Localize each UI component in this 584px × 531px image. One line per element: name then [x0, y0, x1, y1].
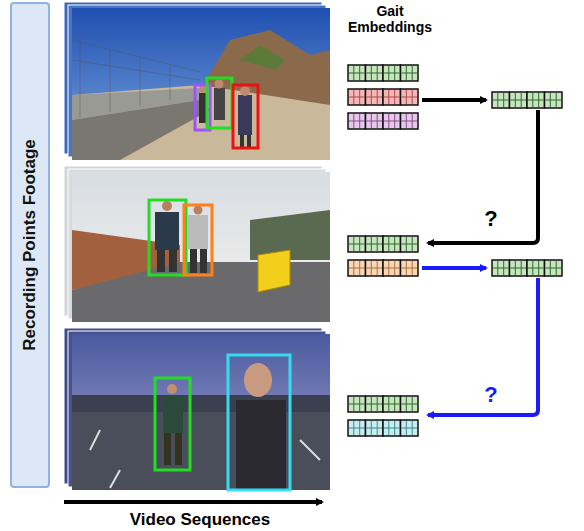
embedding-grid: [349, 90, 365, 104]
embedding-grid: [367, 66, 383, 80]
embedding-cell: [348, 65, 366, 81]
embedding-grid: [493, 261, 509, 275]
embedding-grid: [402, 66, 418, 80]
embedding-grid: [384, 114, 400, 128]
axis-label: Video Sequences: [80, 510, 320, 530]
embedding-cell: [401, 89, 419, 105]
embedding-grid: [367, 114, 383, 128]
embedding-cell: [545, 92, 563, 108]
embedding-cell: [348, 260, 366, 276]
embedding-cell: [545, 260, 563, 276]
embedding-grid: [367, 421, 383, 435]
embedding-cell: [401, 113, 419, 129]
embedding-cell: [348, 420, 366, 436]
embedding-grid: [384, 397, 400, 411]
embedding-cell: [366, 396, 384, 412]
embedding-grid: [402, 237, 418, 251]
column-heading: Gait Embeddings: [335, 3, 445, 35]
embedding-cell: [401, 420, 419, 436]
embedding-grid: [384, 237, 400, 251]
match-arrows: [64, 100, 538, 502]
embedding-cell: [348, 113, 366, 129]
embedding-grid: [349, 66, 365, 80]
embedding-grid: [384, 66, 400, 80]
embedding-cell: [348, 396, 366, 412]
embedding-cell: [366, 420, 384, 436]
embedding-cell: [383, 260, 401, 276]
embedding-grid: [367, 397, 383, 411]
embedding-cell: [348, 236, 366, 252]
embedding-grid: [528, 93, 544, 107]
question-mark: ?: [481, 382, 501, 407]
side-band: Recording Points Footage: [10, 2, 50, 488]
embedding-grid: [546, 93, 562, 107]
embedding-cell: [492, 92, 510, 108]
embedding-cell: [348, 89, 366, 105]
embedding-grid: [511, 93, 527, 107]
embedding-cell: [383, 89, 401, 105]
embedding-grid: [349, 261, 365, 275]
embedding-cell: [366, 89, 384, 105]
embedding-grid: [402, 114, 418, 128]
embedding-grid: [402, 90, 418, 104]
embedding-cell: [401, 65, 419, 81]
embedding-cell: [383, 420, 401, 436]
vertical-label: Recording Points Footage: [20, 139, 40, 351]
embedding-grid: [511, 261, 527, 275]
embedding-cell: [383, 236, 401, 252]
embedding-grid: [349, 421, 365, 435]
photo-street: [64, 166, 330, 322]
embedding-grid: [349, 237, 365, 251]
embedding-grid: [349, 114, 365, 128]
embedding-cell: [510, 260, 528, 276]
embedding-bars: [348, 65, 562, 436]
embedding-cell: [366, 236, 384, 252]
embedding-grid: [367, 90, 383, 104]
photo-dusk-road: [64, 328, 330, 490]
embedding-grid: [493, 93, 509, 107]
embedding-cell: [383, 65, 401, 81]
embedding-cell: [401, 396, 419, 412]
embedding-grid: [384, 90, 400, 104]
photo-mountain: [72, 8, 330, 160]
embedding-grid: [546, 261, 562, 275]
embedding-grid: [402, 421, 418, 435]
embedding-grid: [528, 261, 544, 275]
embedding-cell: [383, 396, 401, 412]
embedding-cell: [510, 92, 528, 108]
embedding-cell: [492, 260, 510, 276]
question-mark: ?: [481, 206, 501, 231]
embedding-grid: [367, 237, 383, 251]
embedding-grid: [349, 397, 365, 411]
embedding-grid: [384, 421, 400, 435]
embedding-cell: [401, 236, 419, 252]
embedding-cell: [366, 260, 384, 276]
embedding-grid: [402, 397, 418, 411]
embedding-cell: [527, 260, 545, 276]
embedding-cell: [366, 65, 384, 81]
embedding-grid: [402, 261, 418, 275]
embedding-grid: [367, 261, 383, 275]
embedding-grid: [384, 261, 400, 275]
embedding-cell: [401, 260, 419, 276]
embedding-cell: [527, 92, 545, 108]
embedding-cell: [366, 113, 384, 129]
embedding-cell: [383, 113, 401, 129]
